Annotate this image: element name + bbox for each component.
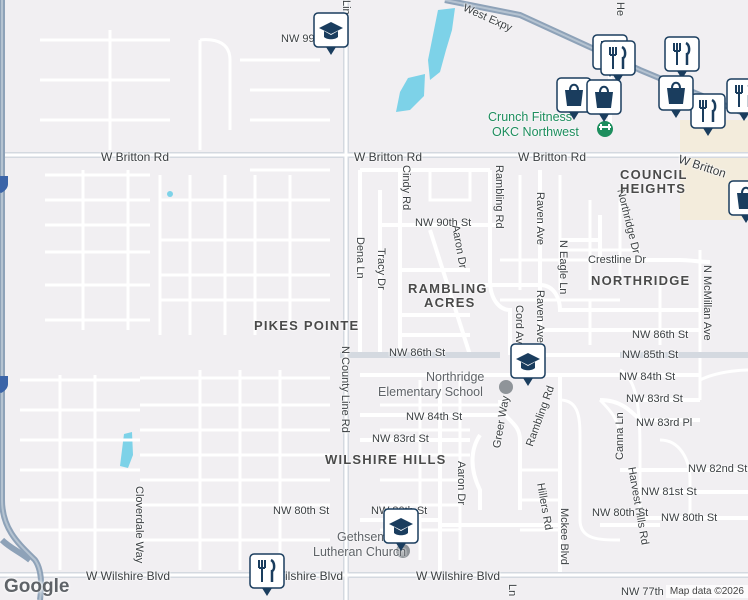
neighborhood-wilshire-hills: WILSHIRE HILLS bbox=[325, 452, 447, 467]
street-label-aaron-low: Aaron Dr bbox=[455, 461, 467, 506]
street-label-crestline: Crestline Dr bbox=[588, 254, 647, 266]
residential-streets bbox=[20, 30, 748, 570]
school-poi-dot bbox=[499, 380, 513, 394]
restaurant-icon[interactable] bbox=[690, 93, 726, 137]
school-icon[interactable] bbox=[383, 508, 419, 552]
restaurant-icon[interactable] bbox=[726, 78, 748, 122]
lake bbox=[428, 8, 455, 80]
street-label-hatch: He bbox=[614, 2, 626, 17]
school-icon[interactable] bbox=[510, 343, 546, 387]
street-label-cindy: Cindy Rd bbox=[400, 165, 412, 211]
school-icon[interactable] bbox=[313, 12, 349, 56]
street-label-nw-80th-c: NW 80th St bbox=[592, 507, 649, 519]
street-label-mckee: Mckee Blvd bbox=[558, 508, 570, 565]
street-label-w-britton-2: W Britton Rd bbox=[354, 150, 423, 164]
street-label-nw-84th-a: NW 84th St bbox=[619, 371, 676, 383]
poi-label-crunch-2[interactable]: OKC Northwest bbox=[492, 125, 579, 139]
pond-small bbox=[167, 191, 173, 197]
street-label-nw-82nd: NW 82nd St bbox=[688, 463, 748, 475]
street-label-county-line: N County Line Rd bbox=[339, 346, 351, 433]
street-label-nw-90th: NW 90th St bbox=[415, 217, 472, 229]
street-label-nw-99th: NW 99th bbox=[281, 33, 324, 45]
street-label-mcmillan: N McMillan Ave bbox=[701, 265, 713, 341]
street-label-nw-84th-b: NW 84th St bbox=[406, 411, 463, 423]
restaurant-icon[interactable] bbox=[249, 553, 285, 597]
poi-label-northridge-school-1[interactable]: Northridge bbox=[426, 370, 485, 384]
restaurant-icon[interactable] bbox=[600, 40, 636, 84]
street-label-nw-86th-a: NW 86th St bbox=[389, 347, 446, 359]
street-label-canna: Canna Ln bbox=[614, 412, 626, 460]
shopping-bag-icon[interactable] bbox=[586, 79, 622, 123]
street-label-w-britton-1: W Britton Rd bbox=[101, 150, 170, 164]
fitness-poi-dot bbox=[597, 121, 613, 137]
street-label-w-wilshire-3: W Wilshire Blvd bbox=[416, 569, 501, 583]
shopping-bag-icon[interactable] bbox=[658, 75, 694, 119]
street-label-raven-top: Raven Ave bbox=[534, 192, 546, 246]
street-label-nw-86th-b: NW 86th St bbox=[632, 329, 689, 341]
poi-label-northridge-school-2[interactable]: Elementary School bbox=[378, 385, 483, 399]
neighborhood-northridge: NORTHRIDGE bbox=[591, 273, 691, 288]
street-label-rambling-rd: Rambling Rd bbox=[493, 165, 505, 229]
poi-label-gethsemane-2[interactable]: Lutheran Church bbox=[313, 545, 407, 559]
street-label-nw-85th: NW 85th St bbox=[622, 349, 679, 361]
street-label-nw-81st: NW 81st St bbox=[641, 486, 697, 498]
poi-label-crunch-1[interactable]: Crunch Fitness bbox=[488, 110, 573, 124]
google-logo[interactable]: Google bbox=[4, 576, 70, 597]
neighborhood-rambling-acres-1: RAMBLING bbox=[408, 281, 488, 296]
street-label-cloverdale: Cloverdale Way bbox=[133, 486, 145, 564]
pond-south bbox=[120, 432, 133, 468]
street-label-w-wilshire-1: W Wilshire Blvd bbox=[86, 569, 171, 583]
street-label-nw-83rd-c: NW 83rd St bbox=[626, 393, 683, 405]
street-label-nw-80th-d: NW 80th St bbox=[661, 512, 718, 524]
street-label-w-britton-3: W Britton Rd bbox=[518, 150, 587, 164]
neighborhood-rambling-acres-2: ACRES bbox=[424, 295, 476, 310]
street-label-nw-83rd-b: NW 83rd Pl bbox=[636, 417, 693, 429]
map-data-attribution[interactable]: Map data ©2026 bbox=[665, 585, 748, 598]
street-label-nw-83rd-a: NW 83rd St bbox=[372, 433, 429, 445]
street-label-tracy: Tracy Dr bbox=[375, 248, 387, 290]
shopping-bag-icon[interactable] bbox=[728, 180, 748, 224]
street-label-ln-bottom: Ln bbox=[506, 584, 518, 597]
street-label-nw-77th: NW 77th bbox=[621, 586, 664, 598]
street-label-dena: Dena Ln bbox=[354, 237, 366, 279]
pond bbox=[396, 74, 425, 112]
restaurant-icon[interactable] bbox=[664, 36, 700, 80]
street-label-nw-80th-a: NW 80th St bbox=[273, 505, 330, 517]
neighborhood-council-heights-1: COUNCIL bbox=[620, 167, 688, 182]
neighborhood-council-heights-2: HEIGHTS bbox=[620, 181, 687, 196]
interstate-shield bbox=[0, 176, 8, 393]
street-label-cord: Cord Av bbox=[513, 305, 525, 344]
street-label-eagle: N Eagle Ln bbox=[557, 240, 569, 295]
street-label-raven-mid: Raven Ave bbox=[534, 290, 546, 344]
neighborhood-pikes-pointe: PIKES POINTE bbox=[254, 318, 360, 333]
shopping-bag-icon[interactable] bbox=[556, 77, 592, 121]
